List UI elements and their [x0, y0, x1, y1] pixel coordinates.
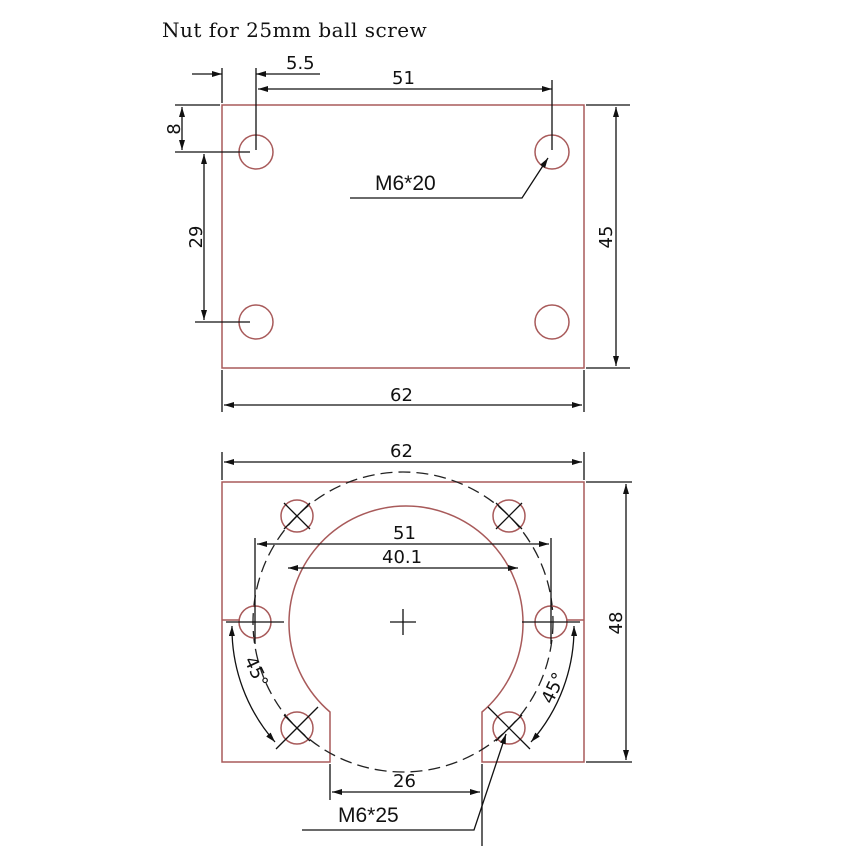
hole-callout: M6*20 [375, 172, 436, 195]
dim-hole-spacing-y: 29 [186, 226, 207, 249]
top-plate-outline [221, 104, 585, 369]
angle-right: 45° [537, 669, 570, 707]
dim-hole-spacing-x: 51 [392, 68, 415, 89]
dim-slot: 26 [393, 771, 416, 792]
dim-width: 62 [390, 441, 413, 462]
dim-offset-y: 8 [164, 123, 185, 134]
dim-height: 45 [596, 226, 617, 249]
hole-callout: M6*25 [338, 804, 399, 827]
dim-height: 48 [606, 612, 627, 635]
dim-pcd: 51 [393, 523, 416, 544]
top-view: 5.5 51 8 29 45 62 M6*20 [164, 53, 630, 412]
dim-offset-x: 5.5 [286, 53, 315, 74]
mounting-hole [534, 304, 570, 340]
dim-width: 62 [390, 385, 413, 406]
drawing-title: Nut for 25mm ball screw [162, 18, 428, 42]
dim-bore: 40.1 [382, 547, 422, 568]
bottom-view: 62 51 40.1 48 26 45° 45° M6*25 [221, 441, 632, 846]
flange-outline [221, 481, 585, 763]
